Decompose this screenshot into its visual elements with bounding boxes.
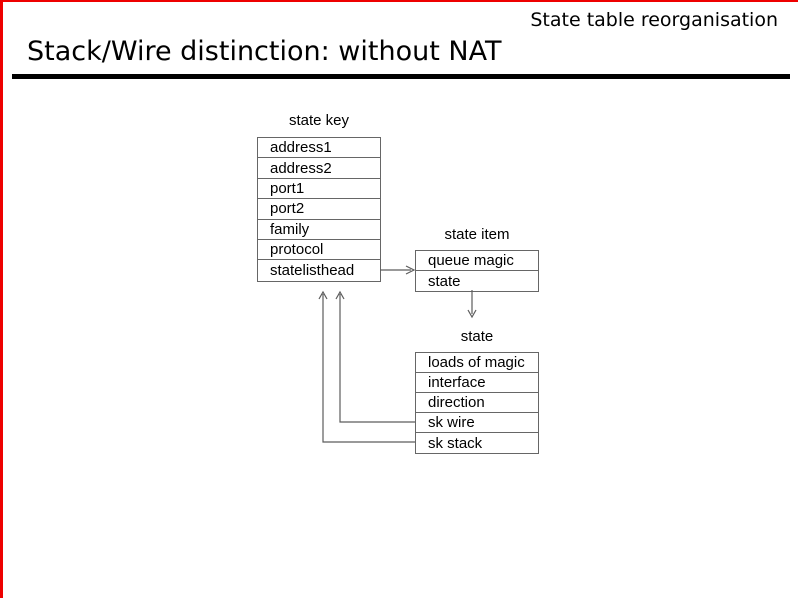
arrow-statelisthead-to-state-item [380,265,416,275]
state-item-label: state item [444,226,510,243]
slide-header: State table reorganisation [530,9,778,31]
arrow-state-item-to-state [467,290,477,319]
arrow-sk-stack-to-statelisthead [318,290,415,443]
table-row: direction [416,393,538,413]
state-key-table: address1 address2 port1 port2 family pro… [257,137,381,282]
table-row: port1 [258,179,380,200]
table-row: sk stack [428,434,483,452]
state-table: loads of magic interface direction sk wi… [415,352,539,454]
title-underline [12,74,790,79]
state-item-table: queue magic state [415,250,539,292]
slide-border-left [0,0,3,598]
arrow-sk-wire-to-statelisthead [335,290,415,423]
slide-border-top [0,0,798,2]
table-row: queue magic [416,251,538,271]
table-row: loads of magic [416,353,538,373]
table-row: protocol [258,240,380,261]
table-row: family [258,220,380,240]
table-row: port2 [258,199,380,220]
table-row: address1 [258,138,380,159]
table-row: interface [416,373,538,393]
table-row: statelisthead [270,262,355,280]
table-row: sk wire [416,413,538,433]
table-row: state [428,272,461,290]
state-key-label: state key [288,112,350,129]
page-title: Stack/Wire distinction: without NAT [27,36,502,67]
state-label: state [460,328,494,345]
table-row: address2 [258,158,380,179]
